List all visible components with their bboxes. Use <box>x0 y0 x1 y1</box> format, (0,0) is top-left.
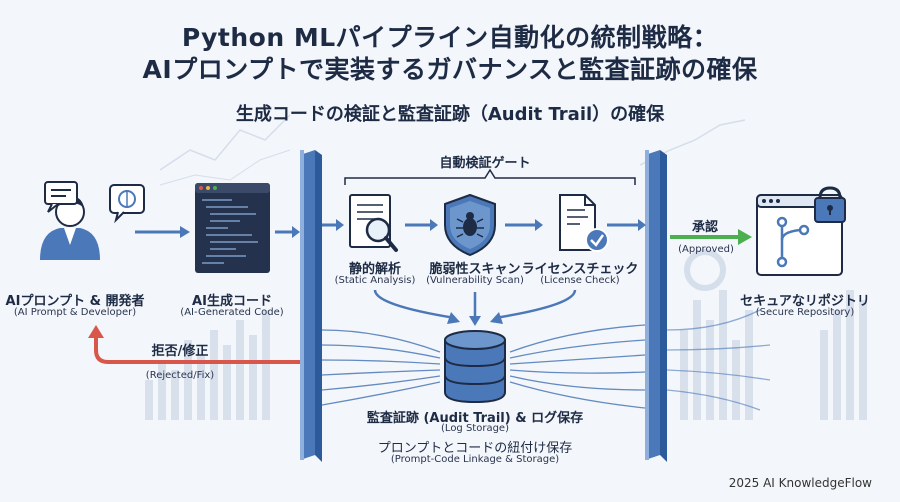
check-static-label-en: (Static Analysis) <box>334 275 416 286</box>
storage-linkage-label-en: (Prompt-Code Linkage & Storage) <box>390 454 560 465</box>
license-check-icon <box>559 194 609 252</box>
approve-label: 承認 <box>691 220 718 235</box>
reject-label: 拒否/修正 <box>151 344 209 359</box>
arrow-check1-to-check2 <box>405 219 438 231</box>
flow-lines-out <box>509 324 646 409</box>
check-license-label: ライセンスチェック <box>521 262 639 277</box>
vulnerability-shield-icon <box>444 193 496 257</box>
code-label: AI生成コード <box>192 294 272 309</box>
storage-label-en: (Log Storage) <box>441 423 509 434</box>
chat-bubble-icon <box>44 181 78 213</box>
page-title-line2: AIプロンプトで実装するガバナンスと監査証跡の確保 <box>142 55 758 84</box>
developer-icon <box>40 196 100 260</box>
storage-label: 監査証跡 (Audit Trail) & ログ保存 <box>366 411 584 426</box>
reject-label-en: (Rejected/Fix) <box>145 370 215 381</box>
gate-label: 自動検証ゲート <box>439 156 531 171</box>
arrows-to-storage <box>373 289 577 320</box>
approve-label-en: (Approved) <box>678 244 734 255</box>
arrow-dev-to-code <box>135 226 190 238</box>
repo-label: セキュアなリポジトリ <box>740 294 870 309</box>
footer-credit: 2025 AI KnowledgeFlow <box>728 476 872 490</box>
left-gate-pillar <box>300 150 322 462</box>
approve-arrow <box>670 229 752 245</box>
code-label-en: (AI-Generated Code) <box>180 307 284 318</box>
flow-lines-right <box>666 309 771 411</box>
gate-bracket <box>344 168 636 185</box>
developer-label: AIプロンプト & 開発者 <box>5 294 145 309</box>
check-vuln-label-en: (Vulnerability Scan) <box>426 275 524 286</box>
repo-label-en: (Secure Repository) <box>755 307 855 318</box>
arrow-code-to-gate <box>275 226 300 238</box>
static-analysis-icon <box>349 194 398 252</box>
ai-brain-icon <box>109 184 145 224</box>
check-license-label-en: (License Check) <box>540 275 620 286</box>
page-title-line1: Python MLパイプライン自動化の統制戦略： <box>181 23 719 52</box>
code-window-icon <box>195 183 270 273</box>
flow-lines-in <box>321 329 441 406</box>
arrow-check3-to-gate <box>607 219 646 231</box>
secure-repository-icon <box>756 186 846 276</box>
arrow-check2-to-check3 <box>505 219 543 231</box>
database-icon <box>444 330 506 404</box>
page-subtitle: 生成コードの検証と監査証跡（Audit Trail）の確保 <box>235 104 665 125</box>
storage-linkage-label: プロンプトとコードの紐付け保存 <box>377 441 573 456</box>
reject-arrow <box>88 325 300 364</box>
background-bars <box>145 290 867 420</box>
right-gate-pillar <box>645 150 667 462</box>
arrow-gate-to-check1 <box>322 219 344 231</box>
check-vuln-label: 脆弱性スキャン <box>429 262 521 277</box>
developer-label-en: (AI Prompt & Developer) <box>13 307 137 318</box>
check-static-label: 静的解析 <box>348 262 401 277</box>
